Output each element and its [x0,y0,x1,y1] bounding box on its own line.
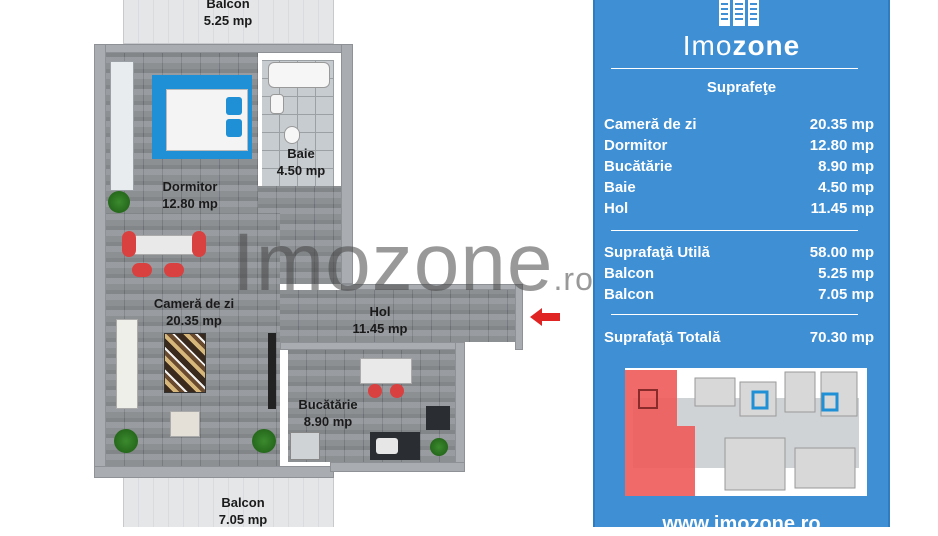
plant-icon [252,429,276,453]
kitchen-table [360,358,412,384]
room-baie [262,60,334,186]
wall-west [94,44,106,474]
entry-arrow-icon [530,308,560,326]
fridge [290,432,320,460]
pillow [226,119,242,137]
balcony-top [123,0,334,44]
sofa [116,319,138,409]
chair [390,384,404,398]
toilet [284,126,300,144]
dining-set [122,225,208,263]
brand-logo: Imozone [682,30,801,61]
wall-kitchen-south [330,462,465,472]
wall-north [94,44,350,53]
website-link[interactable]: www.imozone.ro [662,513,821,535]
stove [426,406,450,430]
balcony-bottom [123,474,334,527]
room-hol [280,290,515,342]
divider [611,230,858,231]
pillow [226,97,242,115]
chair [368,384,382,398]
plant-icon [108,191,130,213]
room-bucatarie [288,350,455,462]
bathtub [268,62,330,88]
chair [164,263,184,277]
divider [611,68,858,69]
rug [164,333,206,393]
wall-hol-south [280,342,458,350]
counter [370,432,420,460]
sink [270,94,284,114]
wardrobe [110,61,134,191]
sink [376,438,398,454]
building-minimap [625,368,867,496]
wall-south [94,466,334,478]
chair [132,263,152,277]
wall-kitchen-east [455,342,465,470]
room-camera-de-zi [106,213,280,466]
tv [268,333,276,409]
plant-icon [114,429,138,453]
armchair [170,411,200,437]
highlight-apartment [625,370,695,496]
panel-title: Suprafeţe [706,79,777,96]
divider [611,314,858,315]
wall-entry [515,284,523,350]
room-dormitor [106,53,258,213]
plant-icon [430,438,448,456]
building-logo-icon [719,0,759,26]
wall-east-upper [341,44,353,284]
